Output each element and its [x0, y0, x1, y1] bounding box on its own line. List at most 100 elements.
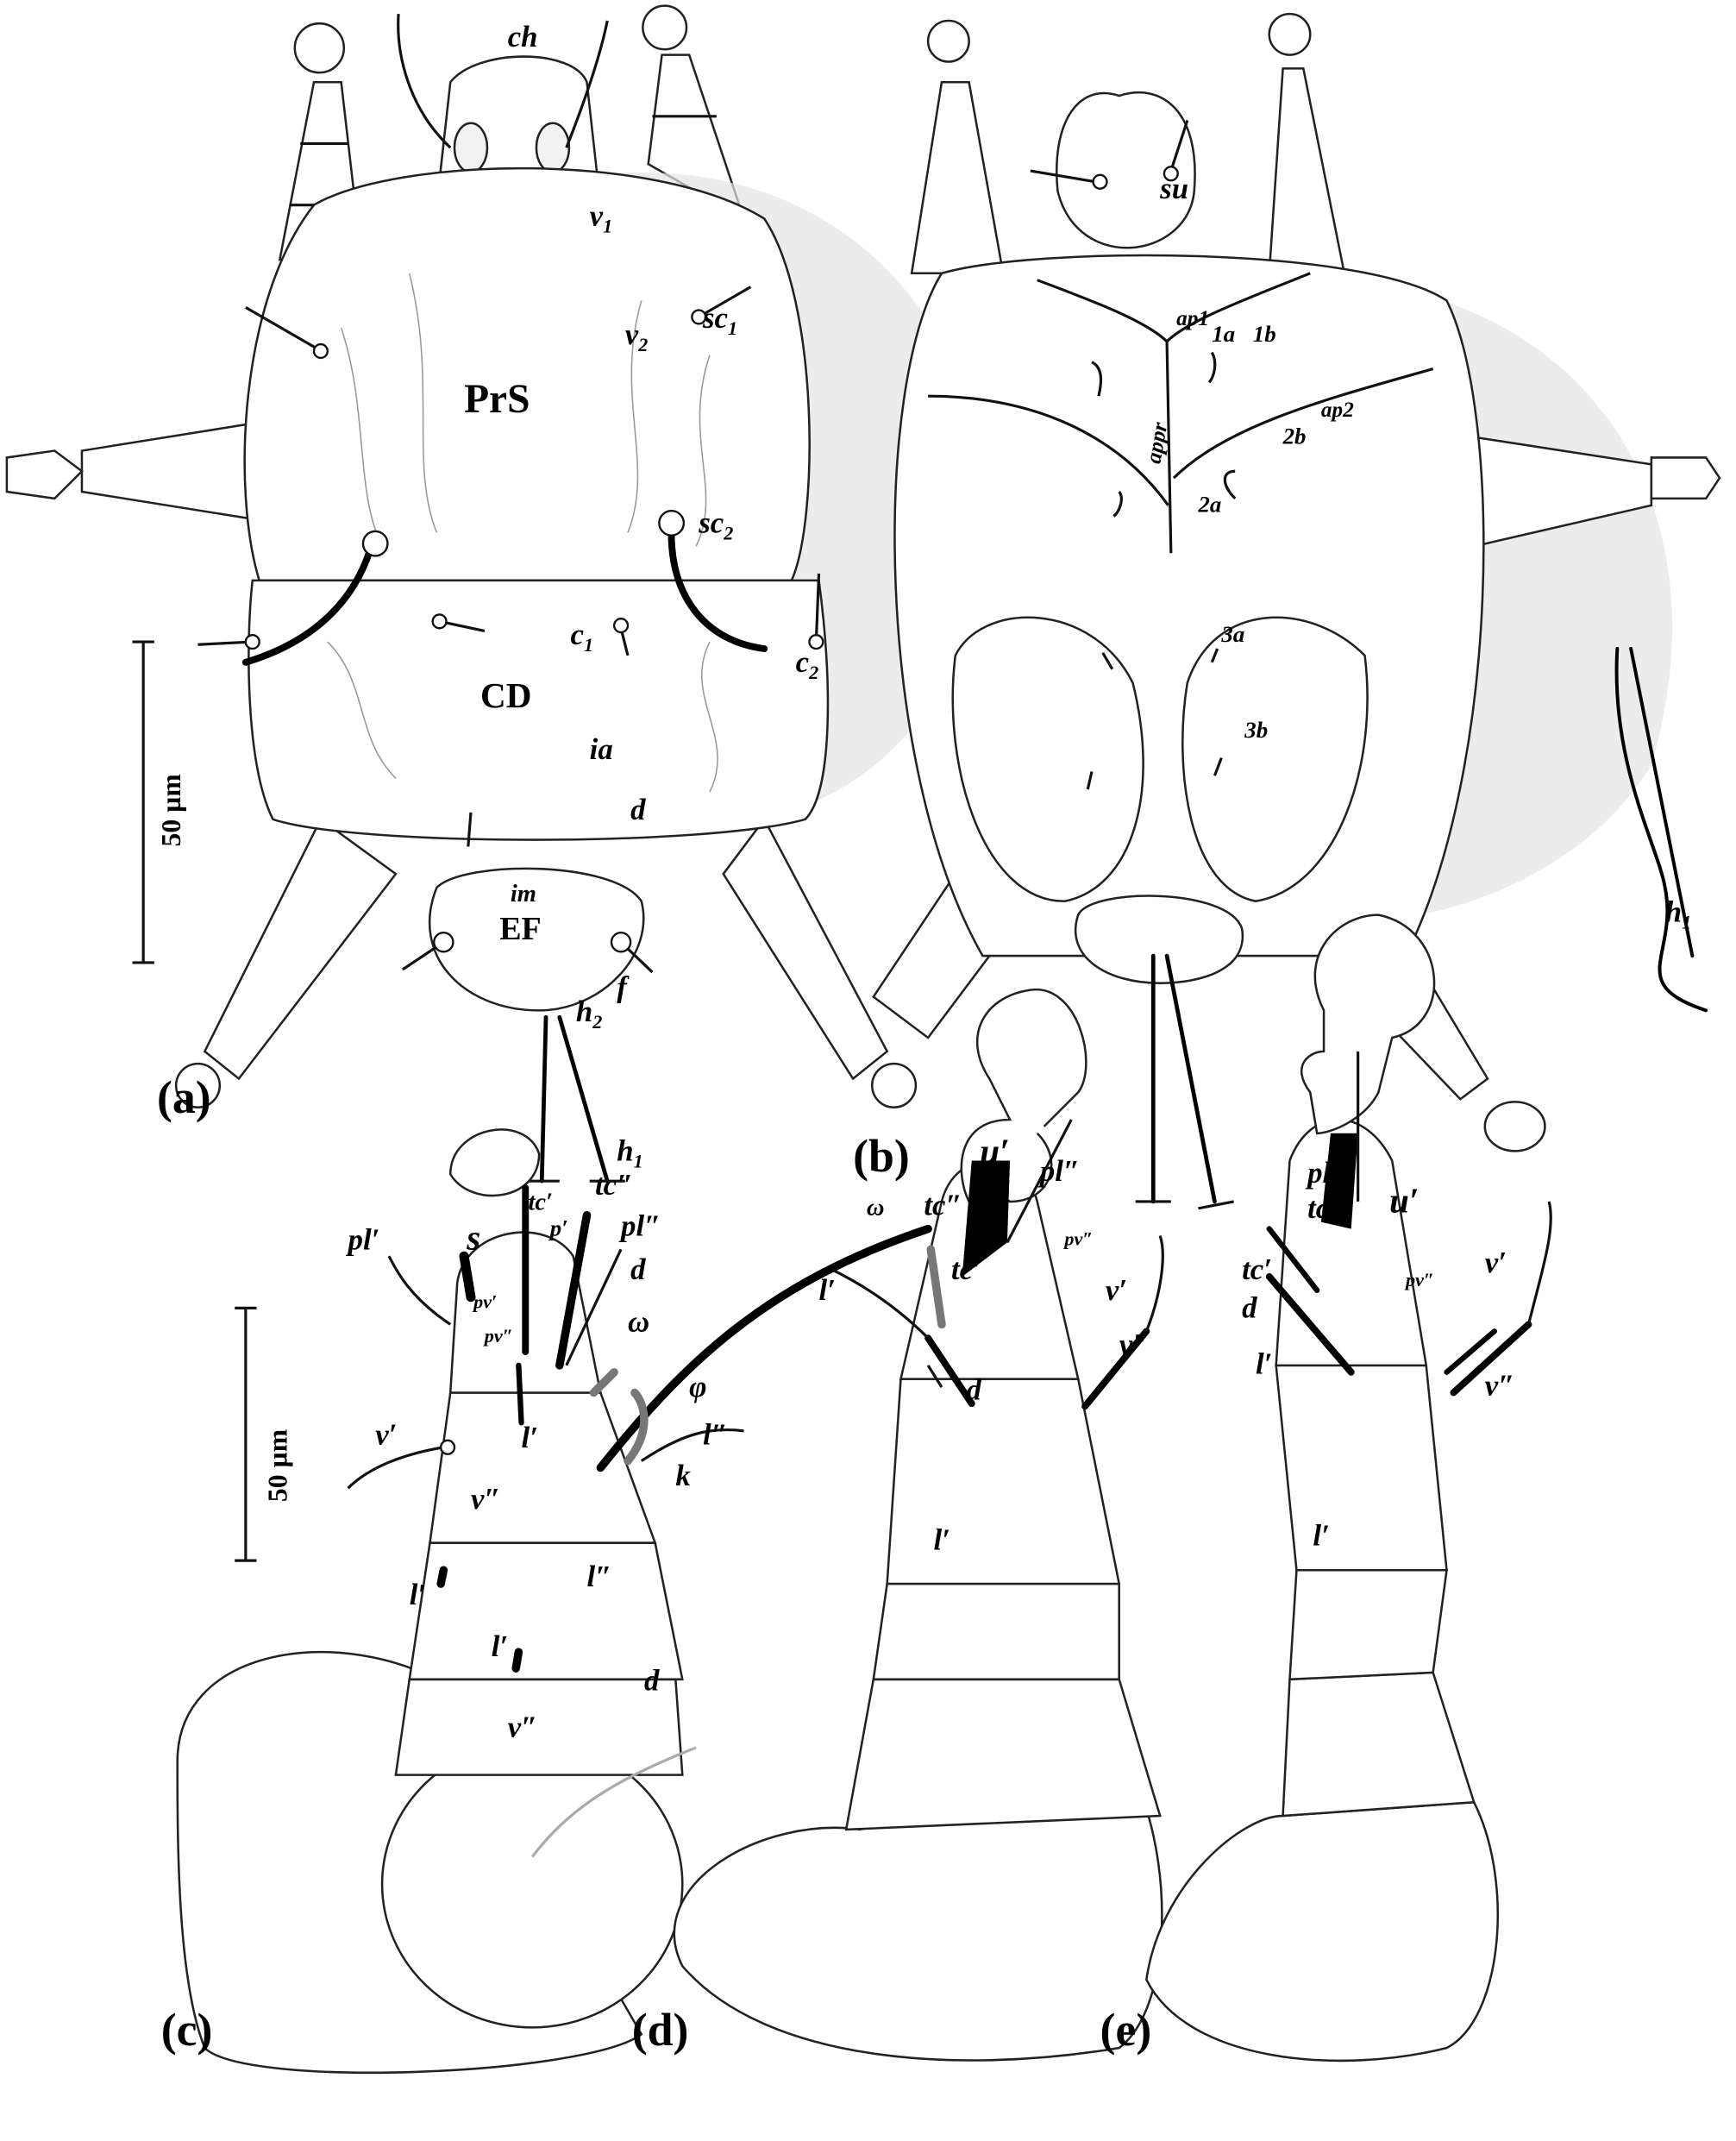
setae-b	[1030, 120, 1708, 1210]
ef-plate	[428, 867, 645, 1012]
seta-label-v-double-prime: v″	[1485, 1369, 1515, 1403]
seta-label-h1: h1	[617, 1133, 642, 1171]
seta-label-l-double-prime-genu: l″	[586, 1560, 611, 1593]
seta-label-pv-double-prime: pv″	[1404, 1269, 1434, 1290]
seta-label-v-double-prime: v″	[1119, 1328, 1150, 1361]
seta-label-s: s	[466, 1217, 480, 1257]
leg-ii-left	[5, 422, 254, 521]
setae-e	[1265, 1051, 1552, 1397]
prodorsal-shield	[243, 166, 811, 582]
seta-label-pv-prime: pv′	[472, 1290, 497, 1312]
seta-label-1b: 1b	[1253, 321, 1276, 347]
seta-label-tc-double-prime: tc″	[1307, 1191, 1345, 1225]
seta-label-tc-double-prime: tc″	[924, 1189, 962, 1222]
anal-plate	[1074, 895, 1244, 984]
seta-label-l-prime-genu: l′	[410, 1578, 426, 1611]
seta-label-phi: φ	[689, 1370, 706, 1403]
seta-label-pv-double-prime: pv″	[483, 1325, 513, 1347]
seta-label-l-prime-genu: l′	[933, 1523, 949, 1556]
seta-label-pl-double-prime: pl″	[618, 1209, 661, 1242]
setae-a	[197, 14, 824, 1184]
seta-label-v-prime: v′	[1106, 1273, 1127, 1307]
seta-label-l-prime: l′	[819, 1273, 836, 1307]
seta-label-sc2: sc2	[698, 505, 733, 543]
region-label-prs: PrS	[464, 377, 530, 422]
seta-label-l-prime: l′	[1256, 1347, 1272, 1380]
seta-label-tc-prime: tc′	[951, 1253, 981, 1286]
seta-label-u-prime: u′	[1389, 1181, 1419, 1221]
panel-caption-d: (d)	[632, 2004, 689, 2056]
panel-c-leg: tc″ pl″ tc′ p′ pl′ s pv′ pv″ ω d φ l″ v′…	[161, 1128, 932, 2075]
apodemes	[928, 272, 1434, 554]
scale-bar-label: 50 µm	[262, 1429, 292, 1502]
panel-a-dorsal-view: ch v1 v2 sc1 sc2 c1 c2 ia d im f h2 h1 P…	[5, 4, 986, 1184]
seta-label-v-double-prime: v″	[471, 1482, 501, 1516]
seta-label-omega: ω	[867, 1195, 885, 1221]
seta-label-tc-double-prime: tc″	[595, 1168, 633, 1202]
seta-label-pl-double-prime: pl″	[1037, 1154, 1080, 1188]
seta-label-3a: 3a	[1220, 621, 1244, 647]
seta-label-d-femur: d	[644, 1663, 660, 1697]
seta-label-v-double-prime-femur: v″	[508, 1710, 538, 1743]
scale-bar-c: 50 µm	[235, 1306, 292, 1562]
cd-plate	[248, 579, 830, 841]
seta-label-v2: v2	[625, 317, 649, 355]
seta-label-c1: c1	[571, 618, 594, 656]
setae-c	[347, 1184, 932, 1858]
seta-label-ch: ch	[508, 20, 538, 53]
seta-label-v-prime: v′	[1485, 1246, 1507, 1279]
ventral-body	[893, 254, 1485, 957]
seta-label-2a: 2a	[1197, 492, 1221, 518]
scale-bar-label: 50 µm	[156, 774, 186, 846]
seta-label-l-prime-femur: l′	[492, 1629, 508, 1663]
leg-iv-right	[722, 817, 918, 1108]
seta-label-im: im	[511, 881, 536, 907]
seta-label-tc-prime: tc′	[528, 1189, 553, 1215]
seta-label-l-prime-genu: l′	[1313, 1519, 1329, 1553]
seta-label-2b: 2b	[1282, 424, 1307, 449]
seta-label-1a: 1a	[1212, 321, 1235, 347]
seta-label-c2: c2	[796, 645, 819, 683]
seta-label-d: d	[630, 793, 646, 826]
panel-caption-c: (c)	[161, 2004, 213, 2056]
leg-iii-left	[174, 817, 398, 1108]
seta-label-h2: h2	[576, 995, 602, 1033]
panel-caption-b: (b)	[853, 1130, 910, 1182]
label-ap2: ap2	[1321, 398, 1354, 422]
seta-label-h1: h1	[1665, 895, 1691, 933]
seta-label-l-prime: l′	[522, 1421, 538, 1454]
seta-label-p-prime: p′	[548, 1215, 568, 1240]
region-label-cd: CD	[480, 675, 531, 715]
gnathosoma-ventral	[1056, 91, 1196, 249]
seta-label-pl-double-prime: pl″	[1305, 1156, 1347, 1190]
striae	[327, 273, 718, 793]
panel-e-leg: pl″ tc″ u′ tc′ d pv″ v′ l′ v″ l′ (e)	[1100, 914, 1552, 2063]
scale-bar-a: 50 µm	[132, 640, 186, 964]
seta-label-ia: ia	[590, 732, 613, 766]
seta-label-u-prime: u′	[980, 1132, 1009, 1171]
seta-label-v1: v1	[590, 198, 613, 236]
seta-label-pl-prime: pl′	[346, 1222, 380, 1256]
panel-b-ventral-view: su ap1 1a 1b ap2 appr 2b 2a 3a 3b h1 (b)	[853, 12, 1721, 1210]
seta-label-d: d	[1242, 1290, 1257, 1324]
panel-caption-e: (e)	[1100, 2004, 1152, 2056]
seta-label-pv-double-prime: pv″	[1062, 1228, 1093, 1250]
coxisternal-plate-iii-left	[951, 616, 1144, 903]
seta-label-omega: ω	[628, 1304, 649, 1338]
seta-label-sc1: sc1	[702, 301, 737, 339]
seta-label-su: su	[1159, 172, 1188, 205]
label-ap1: ap1	[1176, 306, 1209, 330]
panel-d-leg: u′ pl″ tc″ ω pv″ tc′ v′ l′ v″ d l′ (d)	[632, 989, 1164, 2062]
seta-label-d: d	[630, 1253, 646, 1286]
seta-label-3b: 3b	[1244, 717, 1268, 743]
setae-d	[831, 1119, 1164, 1410]
cheliceral-plate	[535, 122, 571, 173]
seta-label-k: k	[675, 1459, 691, 1492]
seta-label-d: d	[966, 1372, 981, 1406]
coxisternal-plate-iii-right	[1181, 616, 1369, 903]
region-label-ef: EF	[499, 911, 542, 947]
panel-caption-a: (a)	[157, 1071, 211, 1123]
seta-label-f: f	[617, 970, 630, 1004]
seta-label-l-double-prime: l″	[703, 1418, 728, 1452]
